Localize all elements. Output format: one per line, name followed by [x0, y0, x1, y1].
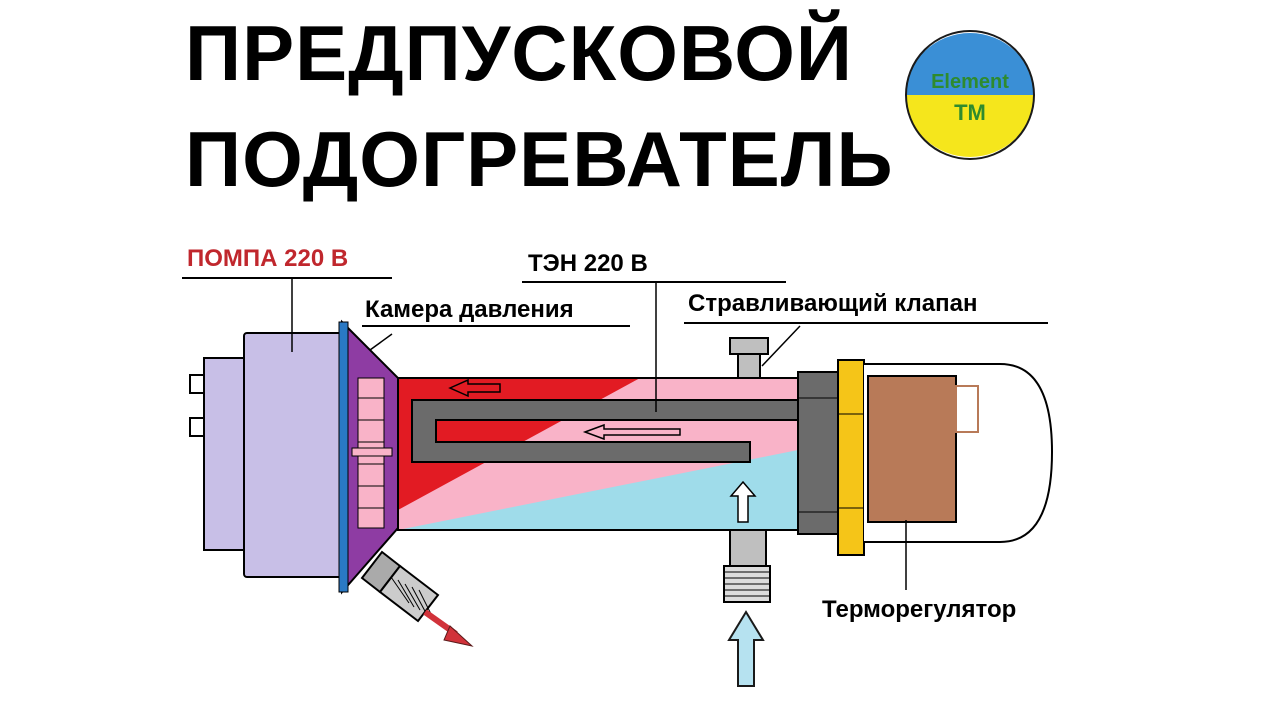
outlet-arrow	[423, 609, 474, 647]
logo-line-2: TM	[954, 100, 986, 125]
heater-label: ТЭН 220 В	[528, 250, 648, 277]
pressure-chamber	[338, 319, 399, 595]
thermostat-label: Терморегулятор	[822, 596, 1017, 623]
chamber-leader-line	[369, 333, 393, 351]
thermostat	[864, 363, 1054, 543]
inlet-arrow	[727, 610, 765, 687]
pump	[189, 332, 343, 578]
valve-leader-line	[761, 325, 801, 367]
pump-label-underline	[182, 277, 392, 279]
logo-line-1: Element	[931, 71, 1009, 93]
logo: Element TM	[905, 30, 1035, 160]
inlet-fitting	[723, 529, 771, 603]
page-title-line-2: ПОДОГРЕВАТЕЛЬ	[185, 115, 894, 203]
relief-valve-label: Стравливающий клапан	[688, 290, 978, 317]
relief-valve-label-underline	[684, 322, 1048, 324]
end-cap	[797, 359, 865, 556]
pressure-chamber-label: Камера давления	[365, 296, 574, 323]
flow-arrows	[448, 378, 757, 523]
relief-valve	[729, 337, 769, 379]
pressure-chamber-label-underline	[362, 325, 630, 327]
outlet-nozzle	[360, 550, 440, 623]
page-title-line-1: ПРЕДПУСКОВОЙ	[185, 9, 853, 97]
heater-label-underline	[522, 281, 786, 283]
pump-label: ПОМПА 220 В	[187, 245, 349, 272]
